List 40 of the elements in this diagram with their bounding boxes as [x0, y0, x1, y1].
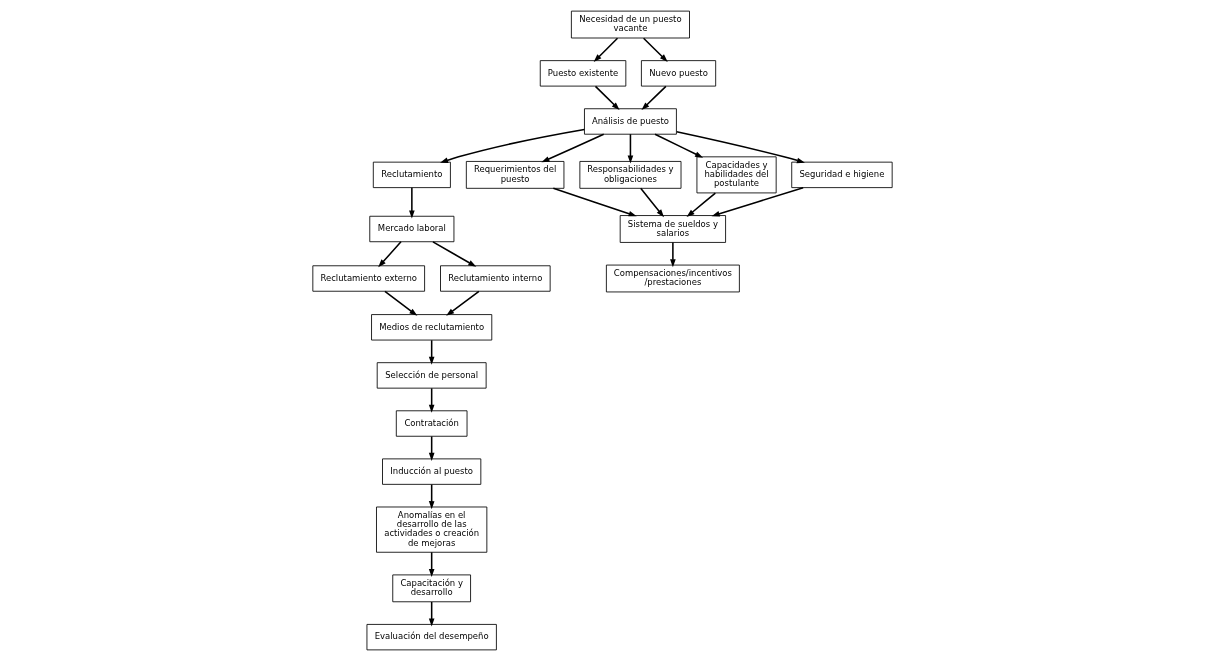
- arrow: [675, 130, 805, 164]
- arrow: [654, 133, 704, 158]
- node-box: Seguridad e higiene: [791, 161, 893, 189]
- node-box: Evaluación del desempeño: [366, 624, 497, 651]
- arrow: [639, 187, 665, 218]
- node-box: Puesto existente: [539, 60, 627, 87]
- node-box: Capacidades y habilidades del postulante: [696, 156, 777, 194]
- node-box: Necesidad de un puesto vacante: [570, 10, 690, 39]
- arrow: [642, 37, 668, 63]
- node-box: Anomalías en el desarrollo de las actividades o creación de mejoras: [376, 506, 488, 553]
- node-box: Reclutamiento: [372, 161, 451, 189]
- node-box: Sistema de sueldos y salarios: [619, 215, 726, 243]
- arrow: [627, 133, 634, 164]
- node-box: Inducción al puesto: [382, 458, 482, 485]
- node-box: Selección de personal: [376, 362, 487, 389]
- node-box: Responsabilidades y obligaciones: [579, 161, 682, 189]
- node-box: Reclutamiento interno: [440, 265, 551, 292]
- arrow: [593, 37, 619, 63]
- arrow: [384, 290, 418, 316]
- arrow: [541, 133, 605, 163]
- node-box: Compensaciones/incentivos /prestaciones: [605, 264, 740, 293]
- node-box: Capacitación y desarrollo: [392, 574, 471, 603]
- node-box: Requerimientos del puesto: [465, 161, 565, 189]
- node-box: Nuevo puesto: [641, 60, 717, 87]
- arrow: [409, 187, 415, 219]
- arrow: [432, 241, 477, 267]
- node-box: Análisis de puesto: [584, 108, 677, 135]
- node-box: Reclutamiento externo: [312, 265, 425, 292]
- arrow: [440, 128, 586, 163]
- arrow: [594, 85, 620, 111]
- arrow: [670, 241, 676, 268]
- arrow: [552, 187, 637, 217]
- arrow: [641, 85, 667, 111]
- arrow: [446, 290, 480, 316]
- arrow: [378, 241, 402, 268]
- arrow: [686, 192, 717, 217]
- node-box: Medios de reclutamiento: [371, 314, 493, 341]
- node-box: Contratación: [395, 410, 468, 437]
- node-box: Mercado laboral: [369, 215, 455, 243]
- arrow: [711, 186, 804, 217]
